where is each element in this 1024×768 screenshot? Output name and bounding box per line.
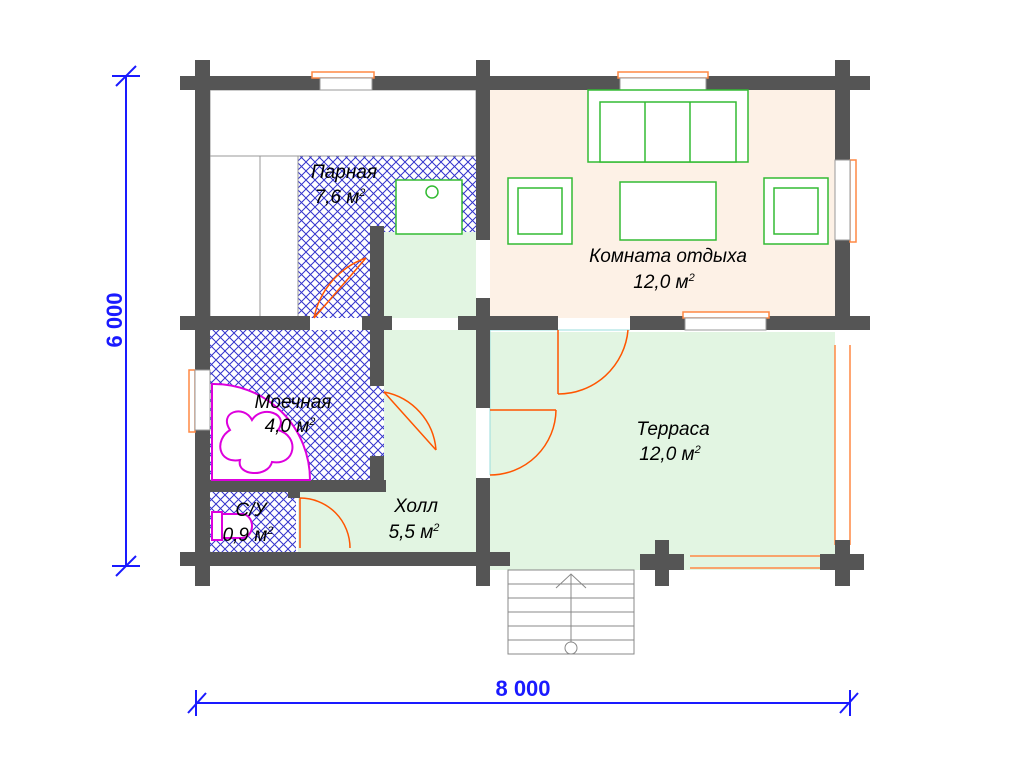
room-area: 12,0 м2: [639, 444, 700, 465]
room-name: Парная: [311, 162, 377, 183]
shower-icon: [211, 382, 312, 481]
room-label-hall: Холл 5,5 м2: [389, 496, 440, 543]
sofa-icon: [587, 89, 749, 163]
terrace-floor: [490, 332, 835, 570]
room-area: 0,9 м2: [223, 525, 274, 546]
room-label-lounge: Комната отдыха 12,0 м2: [589, 246, 747, 293]
stairs-icon: [507, 569, 635, 655]
room-name: Моечная: [255, 392, 332, 413]
terrace-railing: [690, 345, 851, 569]
middle-bench: [259, 155, 299, 319]
door-wash: [383, 391, 437, 451]
dimension-horizontal: [187, 690, 859, 716]
room-area: 12,0 м2: [633, 272, 694, 293]
door-lounge: [557, 329, 629, 395]
door-terrace: [489, 409, 557, 476]
room-name: Холл: [393, 496, 438, 517]
door-wc: [299, 497, 351, 549]
table-icon: [619, 181, 717, 241]
armchair-icon: [763, 177, 829, 245]
room-name: Комната отдыха: [589, 246, 747, 267]
room-area: 4,0 м2: [265, 416, 316, 437]
window-left: [188, 369, 196, 433]
room-area: 5,5 м2: [389, 522, 440, 543]
dimension-height-label: 6 000: [102, 292, 127, 347]
window-right: [849, 159, 857, 243]
upper-bench: [209, 89, 477, 157]
room-label-wc: С/У 0,9 м2: [223, 500, 274, 546]
armchair-icon: [507, 177, 573, 245]
sauna-benches: [209, 89, 477, 319]
dimension-width-label: 8 000: [495, 676, 550, 701]
room-name: С/У: [235, 500, 268, 521]
windows: [188, 71, 857, 433]
stove-icon: [395, 179, 463, 235]
window-middle: [682, 311, 770, 319]
lower-bench: [209, 155, 261, 319]
toilet-icon: [211, 511, 253, 541]
room-fills: [210, 90, 835, 570]
window-top-left: [311, 71, 375, 79]
room-label-terrace: Терраса 12,0 м2: [636, 419, 709, 465]
vestibule-floor: [384, 232, 476, 318]
hall-floor: [384, 330, 476, 490]
walls: [180, 60, 870, 586]
door-steam: [313, 257, 367, 319]
dimension-vertical: [112, 65, 140, 577]
doors: [299, 257, 629, 549]
room-label-steam: Парная 7,6 м2: [311, 162, 377, 208]
hall-lower-floor: [298, 490, 476, 552]
room-label-wash: Моечная 4,0 м2: [255, 392, 332, 437]
window-top-right: [617, 71, 709, 79]
room-area: 7,6 м2: [315, 187, 366, 208]
room-name: Терраса: [636, 419, 709, 440]
